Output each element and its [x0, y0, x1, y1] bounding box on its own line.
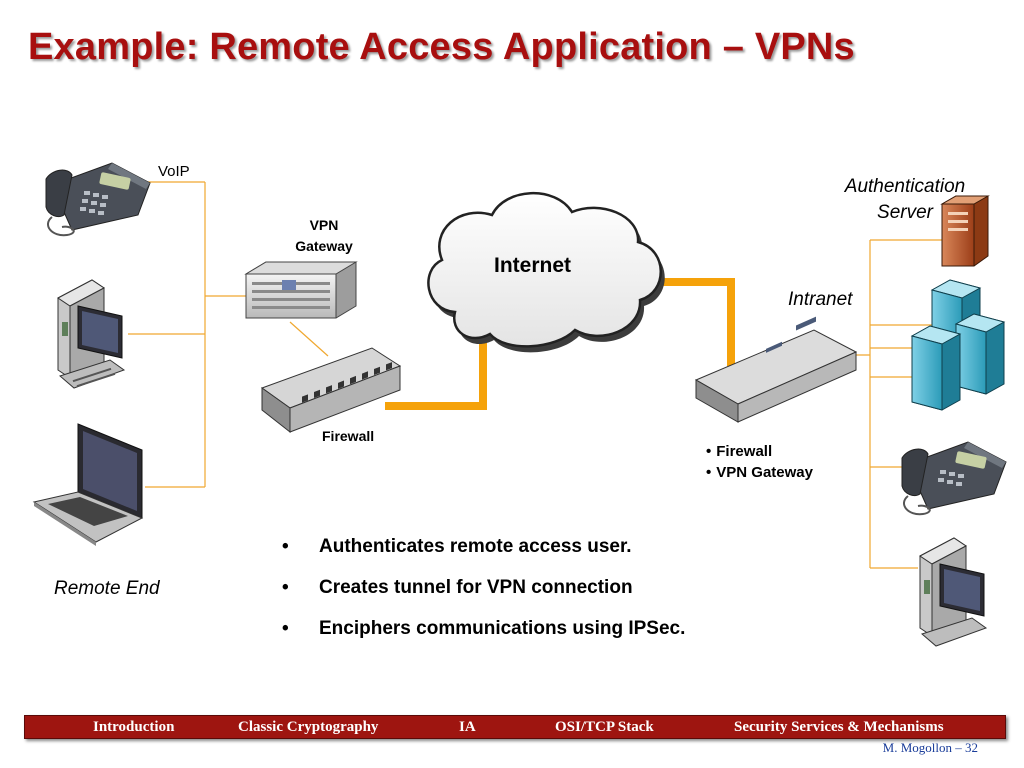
- laptop-icon: [32, 423, 144, 546]
- ip-phone-icon: [901, 441, 1007, 516]
- gateway-feature-item: Firewall: [706, 441, 813, 462]
- tower-server-icon: [940, 195, 990, 267]
- page-number: M. Mogollon – 32: [882, 740, 978, 755]
- internet-links: [385, 278, 735, 410]
- footer-link-ia[interactable]: IA: [459, 719, 476, 735]
- firewall-label: Firewall: [322, 428, 375, 444]
- desktop-computer-icon: [919, 537, 988, 647]
- key-points-list: Authenticates remote access user. Create…: [282, 536, 685, 659]
- ip-phone-icon: [45, 162, 151, 237]
- cloud-icon: [427, 191, 665, 353]
- gateway-feature-item: VPN Gateway: [706, 462, 813, 483]
- footer-link-security-services[interactable]: Security Services & Mechanisms: [734, 719, 944, 735]
- voip-label: VoIP: [158, 163, 190, 180]
- remote-end-label: Remote End: [54, 578, 160, 599]
- authentication-server-label: Authentication Server: [844, 176, 966, 223]
- footer-link-osi-tcp-stack[interactable]: OSI/TCP Stack: [555, 719, 654, 735]
- rack-server-icon: [244, 261, 358, 319]
- remote-end-bus: [112, 181, 329, 488]
- server-cluster-icon: [910, 279, 1006, 411]
- bullet-item: Enciphers communications using IPSec.: [282, 618, 685, 659]
- intranet-label: Intranet: [788, 289, 853, 310]
- internet-label: Internet: [494, 254, 572, 277]
- bullet-item: Creates tunnel for VPN connection: [282, 577, 685, 618]
- network-switch-icon: [260, 347, 402, 434]
- gateway-feature-list: Firewall VPN Gateway: [706, 441, 813, 483]
- page-title: Example: Remote Access Application – VPN…: [28, 26, 855, 68]
- vpn-gateway-label: VPN Gateway: [295, 217, 353, 254]
- desktop-computer-icon: [57, 279, 126, 389]
- footer-link-introduction[interactable]: Introduction: [93, 719, 175, 735]
- footer-nav-bar: Introduction Classic Cryptography IA OSI…: [24, 715, 1006, 739]
- footer-link-classic-cryptography[interactable]: Classic Cryptography: [238, 719, 379, 735]
- router-icon: [694, 316, 858, 423]
- bullet-item: Authenticates remote access user.: [282, 536, 685, 577]
